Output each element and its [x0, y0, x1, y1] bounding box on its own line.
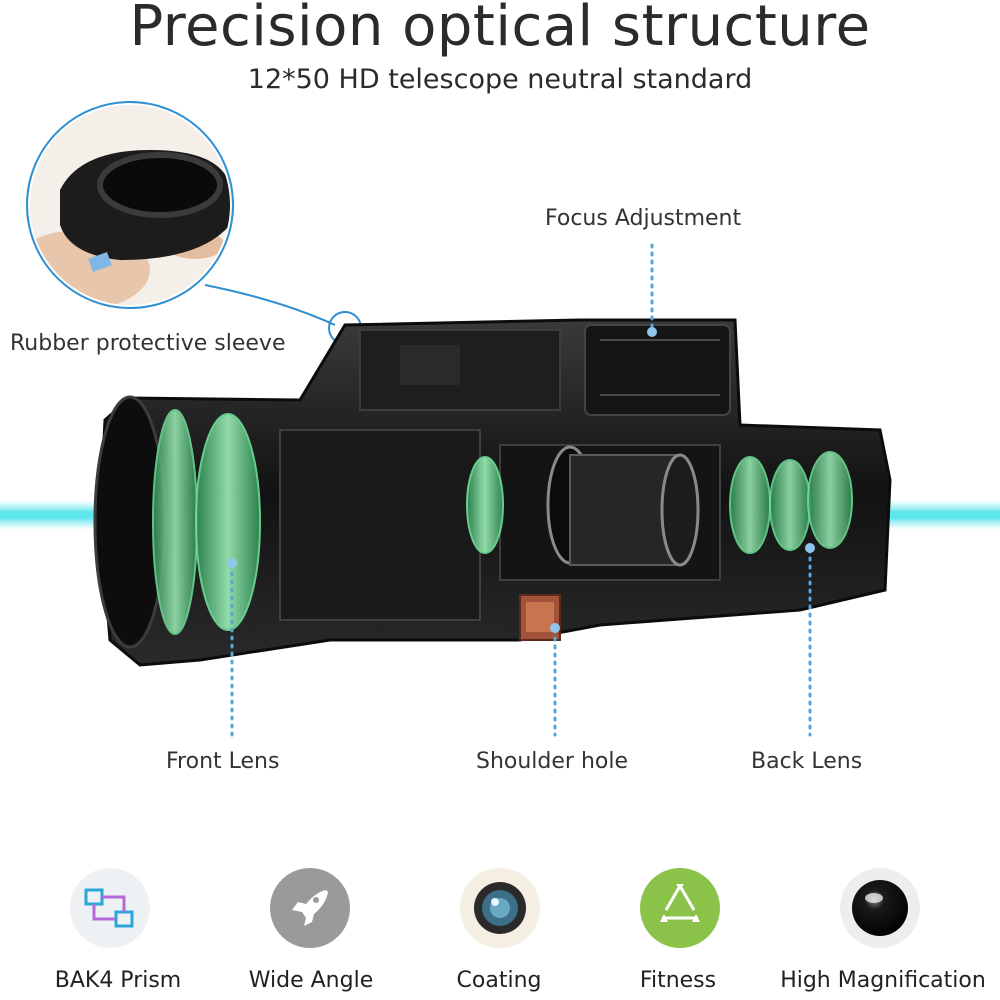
feature-label-coating: Coating [456, 968, 542, 993]
feature-label-bak4-prism: BAK4 Prism [54, 968, 182, 993]
telescope-body [93, 318, 892, 667]
rubber-sleeve-inset [26, 101, 362, 345]
page-title: Precision optical structure [129, 0, 871, 59]
prism-icon [70, 868, 150, 948]
back-lens-label: Back Lens [751, 749, 863, 774]
shoulder-hole-label: Shoulder hole [476, 749, 629, 774]
callout-leaders [230, 243, 812, 737]
front-lens-label: Front Lens [166, 749, 280, 774]
feature-label-fitness: Fitness [639, 968, 717, 993]
recycle-icon [640, 868, 720, 948]
rubber-sleeve-label: Rubber protective sleeve [10, 331, 286, 356]
feature-label-wide-angle: Wide Angle [248, 968, 374, 993]
black-lens-icon [840, 868, 920, 948]
focus-adjustment-label: Focus Adjustment [545, 206, 742, 231]
feature-label-high-magnification: High Magnification [780, 968, 986, 993]
callout-dots [227, 327, 815, 633]
page-subtitle: 12*50 HD telescope neutral standard [247, 64, 753, 95]
lens-coating-icon [460, 868, 540, 948]
rocket-icon [270, 868, 350, 948]
